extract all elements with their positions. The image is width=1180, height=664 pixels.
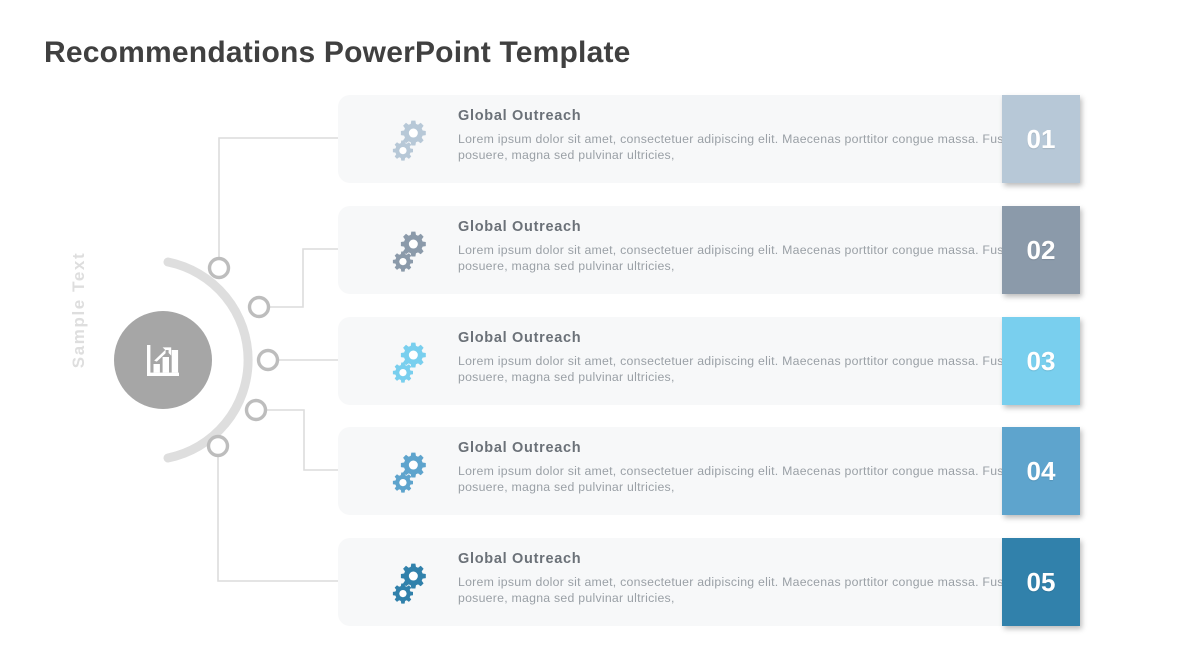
status-badge[interactable]: 01 — [1002, 95, 1080, 183]
hub-vertical-label: Sample Text — [69, 251, 88, 369]
gears-icon — [382, 443, 438, 499]
card-description: Lorem ipsum dolor sit amet, consectetuer… — [458, 243, 1018, 274]
status-badge[interactable]: 04 — [1002, 427, 1080, 515]
page-title: Recommendations PowerPoint Template — [44, 36, 631, 69]
gears-icon — [382, 554, 438, 610]
arc-node-01 — [207, 256, 231, 280]
connector-line-02 — [259, 248, 349, 308]
gears-icon — [382, 333, 438, 389]
hub-circle[interactable] — [114, 311, 212, 409]
card-description: Lorem ipsum dolor sit amet, consectetuer… — [458, 464, 1018, 495]
card-heading: Global Outreach — [458, 108, 582, 124]
card-heading: Global Outreach — [458, 219, 582, 235]
card-text-block: Global Outreach Lorem ipsum dolor sit am… — [458, 330, 1018, 385]
arc-node-02 — [247, 295, 271, 319]
list-item[interactable]: Global Outreach Lorem ipsum dolor sit am… — [338, 206, 1120, 294]
card-body-panel[interactable]: Global Outreach Lorem ipsum dolor sit am… — [338, 317, 1060, 405]
connector-line-04 — [256, 409, 349, 471]
status-badge[interactable]: 02 — [1002, 206, 1080, 294]
card-text-block: Global Outreach Lorem ipsum dolor sit am… — [458, 551, 1018, 606]
gears-icon — [382, 222, 438, 278]
list-item[interactable]: Global Outreach Lorem ipsum dolor sit am… — [338, 427, 1120, 515]
bar-chart-growth-icon — [140, 337, 186, 383]
connector-line-05 — [217, 446, 349, 582]
arc-node-04 — [244, 398, 268, 422]
card-description: Lorem ipsum dolor sit amet, consectetuer… — [458, 354, 1018, 385]
list-item[interactable]: Global Outreach Lorem ipsum dolor sit am… — [338, 95, 1120, 183]
status-badge[interactable]: 05 — [1002, 538, 1080, 626]
card-heading: Global Outreach — [458, 440, 582, 456]
card-heading: Global Outreach — [458, 330, 582, 346]
status-badge[interactable]: 03 — [1002, 317, 1080, 405]
card-text-block: Global Outreach Lorem ipsum dolor sit am… — [458, 440, 1018, 495]
list-item[interactable]: Global Outreach Lorem ipsum dolor sit am… — [338, 317, 1120, 405]
gears-icon — [382, 111, 438, 167]
card-description: Lorem ipsum dolor sit amet, consectetuer… — [458, 132, 1018, 163]
card-heading: Global Outreach — [458, 551, 582, 567]
card-body-panel[interactable]: Global Outreach Lorem ipsum dolor sit am… — [338, 95, 1060, 183]
list-item[interactable]: Global Outreach Lorem ipsum dolor sit am… — [338, 538, 1120, 626]
arc-node-05 — [206, 434, 230, 458]
card-body-panel[interactable]: Global Outreach Lorem ipsum dolor sit am… — [338, 427, 1060, 515]
card-text-block: Global Outreach Lorem ipsum dolor sit am… — [458, 108, 1018, 163]
card-description: Lorem ipsum dolor sit amet, consectetuer… — [458, 575, 1018, 606]
card-body-panel[interactable]: Global Outreach Lorem ipsum dolor sit am… — [338, 206, 1060, 294]
card-body-panel[interactable]: Global Outreach Lorem ipsum dolor sit am… — [338, 538, 1060, 626]
connector-line-01 — [218, 137, 349, 268]
card-text-block: Global Outreach Lorem ipsum dolor sit am… — [458, 219, 1018, 274]
arc-node-03 — [256, 348, 280, 372]
